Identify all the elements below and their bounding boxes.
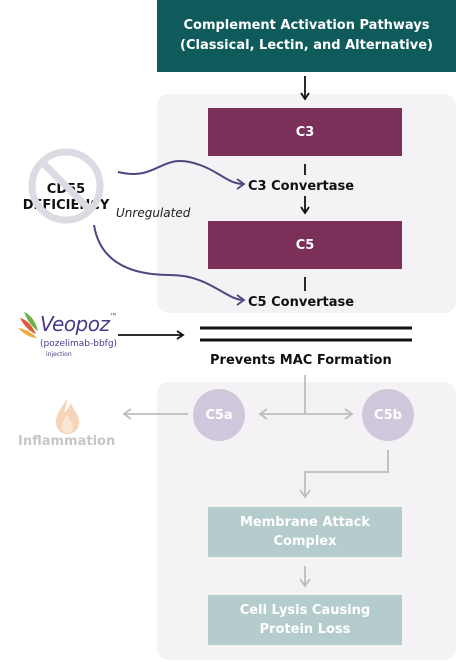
c3-convertase-label: C3 Convertase <box>248 179 355 194</box>
complement-title-line2: (Classical, Lectin, and Alternative) <box>180 38 433 53</box>
c3-box: C3 <box>208 108 402 156</box>
complement-title-line1: Complement Activation Pathways <box>183 18 430 33</box>
veopoz-name: Veopoz <box>40 312 110 336</box>
complement-pathways-box: Complement Activation Pathways (Classica… <box>157 0 456 72</box>
c5b-label: C5b <box>374 407 402 423</box>
lysis-line1: Cell Lysis Causing <box>239 603 371 618</box>
inflammation-label: Inflammation <box>18 434 116 449</box>
lysis-line2: Protein Loss <box>259 622 351 637</box>
cd55-to-c3-convertase-arrow <box>117 159 246 190</box>
cd55-to-c5-convertase-arrow <box>93 224 246 306</box>
veopoz-tm: ™ <box>109 312 117 321</box>
membrane-attack-complex-box: Membrane Attack Complex <box>208 507 402 557</box>
prohibition-icon <box>28 148 104 224</box>
c3-label: C3 <box>295 124 315 140</box>
arrow-to-mac <box>299 450 389 499</box>
veopoz-brand: Veopoz™ <box>40 312 117 336</box>
cell-lysis-box: Cell Lysis Causing Protein Loss <box>208 595 402 645</box>
prevents-mac-label: Prevents MAC Formation <box>210 353 392 368</box>
unregulated-label: Unregulated <box>116 206 191 220</box>
c5-box: C5 <box>208 221 402 269</box>
veopoz-generic: (pozelimab-bbfg) <box>40 339 118 349</box>
mac-line2: Complex <box>273 534 337 549</box>
veopoz-logo-icon <box>18 312 38 338</box>
veopoz-route: injection <box>46 351 72 358</box>
flame-icon <box>56 398 79 434</box>
c5a-circle: C5a <box>193 389 245 441</box>
c5-label: C5 <box>295 237 315 253</box>
c5b-circle: C5b <box>362 389 414 441</box>
mac-line1: Membrane Attack <box>240 515 370 530</box>
c5a-label: C5a <box>205 407 233 423</box>
c5-convertase-label: C5 Convertase <box>248 295 355 310</box>
